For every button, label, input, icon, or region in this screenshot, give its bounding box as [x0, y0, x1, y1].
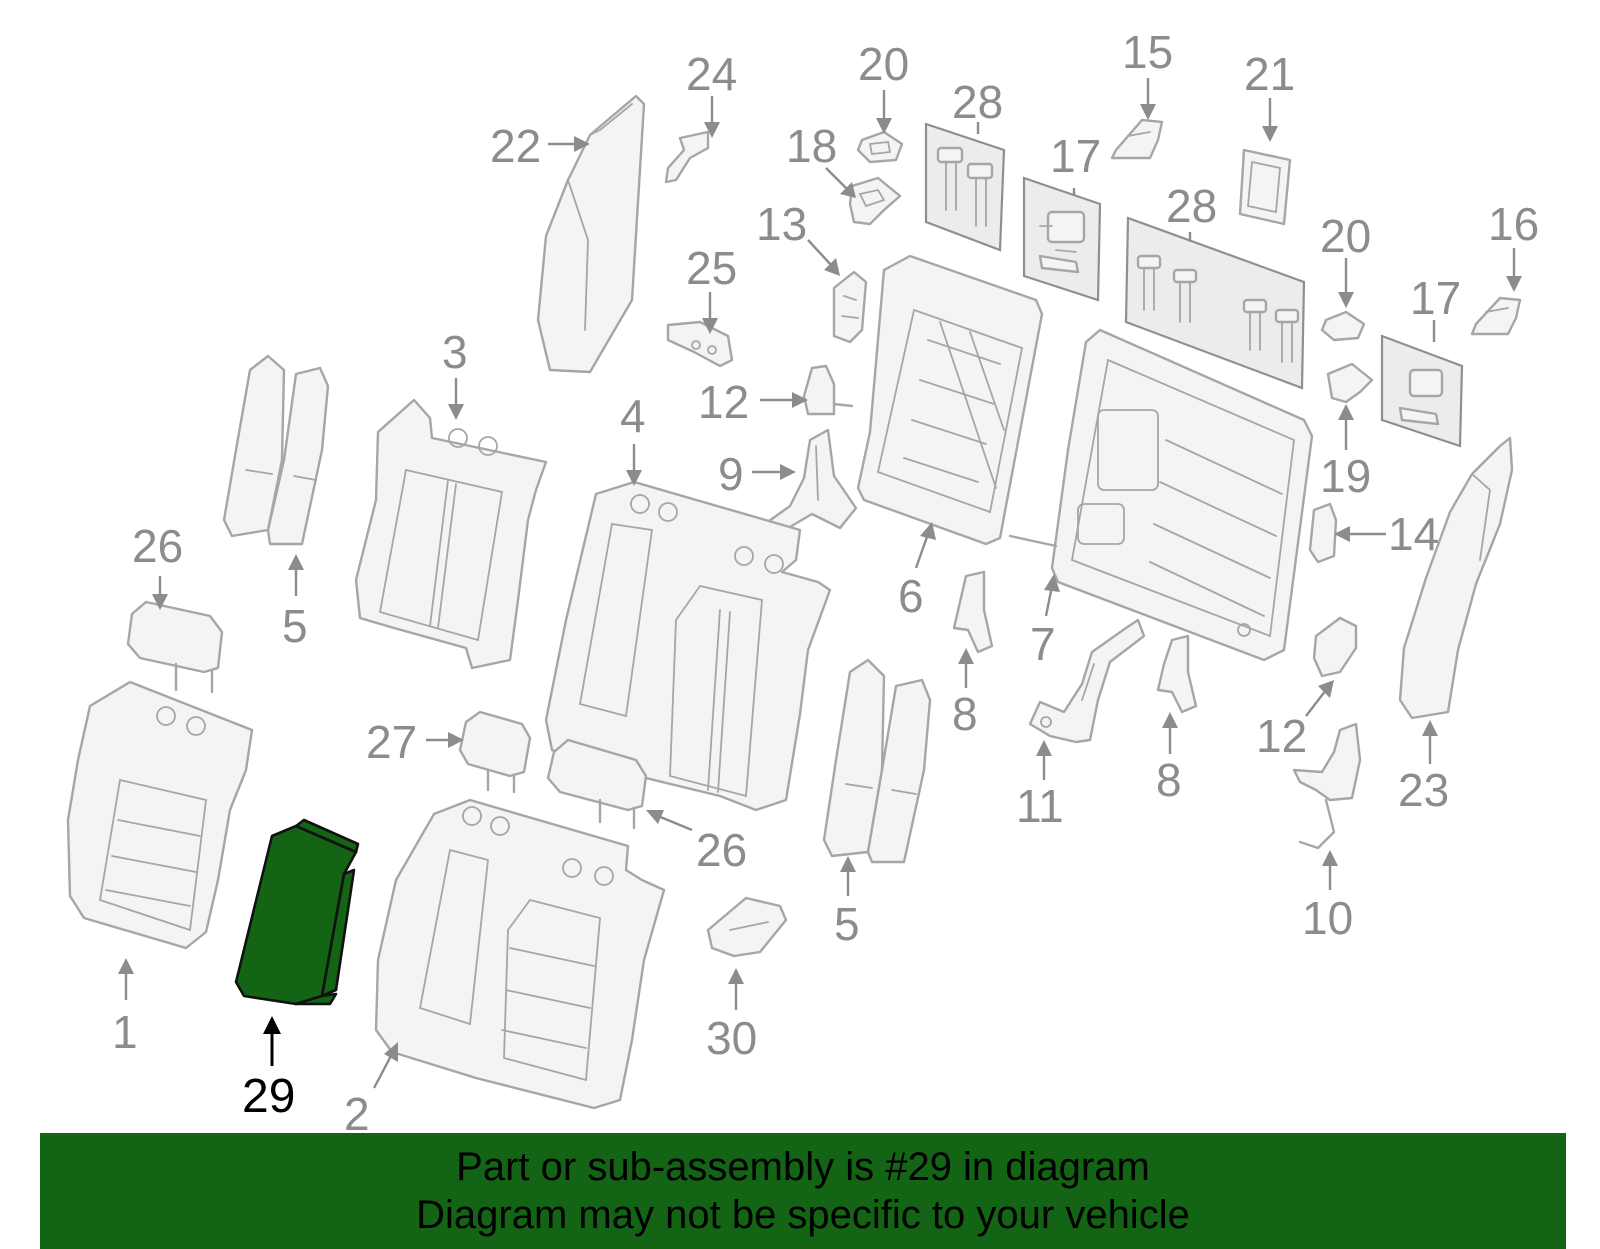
part-9-bracket — [760, 428, 858, 536]
callout-labels: 22 24 25 20 18 28 15 17 21 28 20 16 17 1… — [112, 26, 1539, 1140]
callout-8-right: 8 — [1156, 754, 1182, 806]
callout-4: 4 — [620, 390, 646, 442]
part-30-bracket — [706, 896, 788, 958]
callout-20-top: 20 — [858, 38, 909, 90]
part-16-latch — [1470, 296, 1522, 336]
part-6-seatback-frame-left — [856, 254, 1044, 546]
callout-14: 14 — [1388, 508, 1439, 560]
callout-27: 27 — [366, 716, 417, 768]
callout-8-left: 8 — [952, 688, 978, 740]
part-26-headrest-left — [126, 600, 224, 694]
part-24-bracket — [664, 130, 710, 184]
part-11-hinge-bracket — [1028, 618, 1146, 744]
callout-7: 7 — [1030, 618, 1056, 670]
part-1-seatback — [66, 680, 254, 950]
part-28-bolt-kit-a — [924, 122, 1006, 252]
part-3-seatback-cover — [354, 398, 548, 670]
callout-22: 22 — [490, 120, 541, 172]
part-29-armrest-highlighted[interactable] — [234, 818, 360, 1006]
part-14-bracket — [1308, 502, 1338, 564]
callout-2: 2 — [344, 1088, 370, 1140]
part-17-latch-kit-b — [1380, 334, 1464, 448]
callout-21: 21 — [1244, 48, 1295, 100]
callout-15: 15 — [1122, 26, 1173, 78]
callout-26-left: 26 — [132, 520, 183, 572]
callout-1: 1 — [112, 1006, 138, 1058]
part-23-side-trim — [1398, 436, 1514, 720]
part-28-bolt-kit-b — [1124, 216, 1306, 390]
callout-13: 13 — [756, 198, 807, 250]
part-22-side-trim — [536, 94, 646, 374]
part-7-seatback-frame-right — [1008, 328, 1314, 662]
part-10-latch-assembly — [1292, 722, 1362, 850]
callout-26-center: 26 — [696, 824, 747, 876]
part-12-pivot-lower — [1312, 616, 1358, 678]
part-13-hinge-cover — [832, 270, 868, 344]
part-25-plate — [666, 320, 734, 368]
part-20-clip-top — [856, 130, 904, 164]
callout-12-lower: 12 — [1256, 710, 1307, 762]
part-20-clip-right — [1320, 310, 1366, 342]
part-5-bolster-lower — [822, 658, 932, 864]
part-8-bracket-right — [1156, 634, 1198, 714]
callout-25: 25 — [686, 242, 737, 294]
callout-3: 3 — [442, 326, 468, 378]
callout-17-right: 17 — [1410, 272, 1461, 324]
banner-line-disclaimer: Diagram may not be specific to your vehi… — [416, 1193, 1190, 1237]
callout-18: 18 — [786, 120, 837, 172]
part-26-headrest-center — [546, 738, 648, 830]
part-27-headrest — [458, 710, 532, 794]
part-17-latch-kit-a — [1022, 176, 1102, 302]
part-19-clip — [1326, 362, 1374, 404]
callout-10: 10 — [1302, 892, 1353, 944]
callout-12-upper: 12 — [698, 376, 749, 428]
callout-5-upper: 5 — [282, 600, 308, 652]
callout-24: 24 — [686, 48, 737, 100]
part-5-bolster-upper — [222, 354, 330, 546]
callout-23: 23 — [1398, 764, 1449, 816]
callout-19: 19 — [1320, 450, 1371, 502]
callout-20-right: 20 — [1320, 210, 1371, 262]
part-2-seat-cushion — [374, 798, 666, 1110]
callout-6: 6 — [898, 570, 924, 622]
part-21-bezel — [1238, 148, 1292, 226]
banner-line-part: Part or sub-assembly is #29 in diagram — [456, 1145, 1150, 1189]
callout-29-highlighted: 29 — [242, 1070, 295, 1123]
callout-30: 30 — [706, 1012, 757, 1064]
part-8-bracket-left — [952, 570, 994, 654]
part-12-pivot-upper — [802, 364, 854, 416]
callout-9: 9 — [718, 448, 744, 500]
part-4-seatback-cover — [544, 480, 832, 812]
callout-17-upper: 17 — [1050, 130, 1101, 182]
callout-28-upper: 28 — [952, 76, 1003, 128]
part-15-latch — [1110, 118, 1164, 160]
info-banner: Part or sub-assembly is #29 in diagram D… — [40, 1133, 1566, 1249]
callout-5-lower: 5 — [834, 898, 860, 950]
callout-16: 16 — [1488, 198, 1539, 250]
part-18-clip — [848, 176, 902, 226]
callout-11: 11 — [1016, 780, 1064, 832]
callout-leaders — [118, 78, 1522, 1089]
callout-28-right: 28 — [1166, 180, 1217, 232]
